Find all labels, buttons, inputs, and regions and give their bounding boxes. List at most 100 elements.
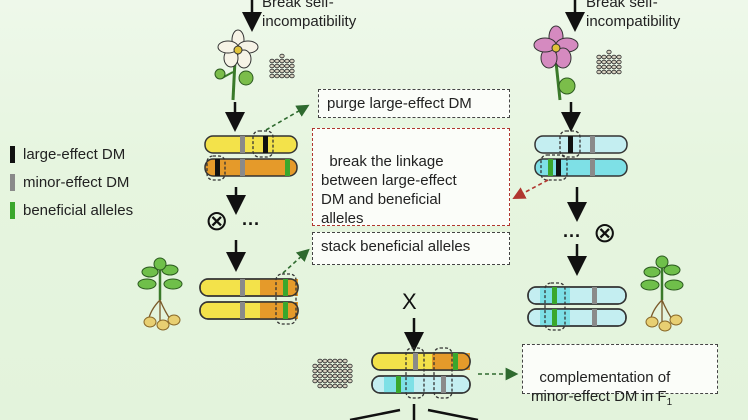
seed-mark bbox=[337, 378, 343, 384]
seed-mark bbox=[312, 368, 318, 374]
seed-mark bbox=[279, 63, 285, 69]
bottom-branch-lines bbox=[349, 404, 479, 420]
break-linkage-dashed-arrow bbox=[512, 179, 549, 200]
seed-mark bbox=[347, 368, 353, 374]
legend-beneficial-label: beneficial alleles bbox=[23, 202, 134, 219]
right-chromosome-pair-1 bbox=[534, 130, 628, 181]
seed-mark bbox=[317, 358, 323, 364]
seeds-f1-icon bbox=[312, 358, 353, 389]
seed-mark bbox=[332, 373, 338, 379]
seed-mark bbox=[611, 54, 617, 60]
seed-mark bbox=[347, 378, 353, 384]
beneficial-allele-mark bbox=[552, 309, 557, 326]
seed-mark bbox=[322, 358, 328, 364]
minor-effect-swatch bbox=[10, 174, 15, 191]
seed-mark bbox=[317, 378, 323, 384]
large-effect-dm-mark bbox=[568, 136, 573, 153]
seed-mark bbox=[327, 368, 333, 374]
minor-effect-dm-mark bbox=[240, 159, 245, 176]
seed-mark bbox=[601, 64, 607, 70]
seed-mark bbox=[289, 73, 295, 79]
seed-mark bbox=[279, 73, 285, 79]
seed-mark bbox=[284, 73, 290, 79]
seed-mark bbox=[342, 378, 348, 384]
seed-mark bbox=[332, 378, 338, 384]
seed-mark bbox=[342, 358, 348, 364]
seeds-left-icon bbox=[269, 53, 295, 79]
stack-box: stack beneficial alleles bbox=[312, 232, 510, 265]
ellipsis-left: ··· bbox=[242, 214, 260, 234]
seed-mark bbox=[596, 59, 602, 65]
seed-mark bbox=[616, 69, 622, 75]
beneficial-allele-mark bbox=[548, 159, 553, 176]
seeds-right-icon bbox=[596, 49, 622, 75]
minor-effect-dm-mark bbox=[413, 353, 418, 370]
seed-mark bbox=[337, 368, 343, 374]
seed-mark bbox=[322, 368, 328, 374]
top-left-label: Break self- incompatibility bbox=[262, 0, 357, 30]
large-effect-dm-mark bbox=[263, 136, 268, 153]
break-linkage-text: break the linkage between large-effect D… bbox=[321, 153, 457, 227]
seed-mark bbox=[337, 363, 343, 369]
seed-mark bbox=[269, 73, 275, 79]
seed-mark bbox=[327, 358, 333, 364]
seed-mark bbox=[289, 58, 295, 64]
stack-dashed-arrow bbox=[282, 248, 310, 274]
seed-mark bbox=[616, 54, 622, 60]
seed-mark bbox=[317, 373, 323, 379]
white-flower-icon bbox=[214, 29, 259, 101]
beneficial-allele-mark bbox=[396, 376, 401, 393]
seed-mark bbox=[332, 363, 338, 369]
seed-mark bbox=[322, 378, 328, 384]
stack-text: stack beneficial alleles bbox=[321, 238, 471, 255]
left-chromosome-pair-1 bbox=[204, 130, 298, 181]
cross-symbol: X bbox=[402, 289, 417, 314]
seed-mark bbox=[269, 58, 275, 64]
break-linkage-box: break the linkage between large-effect D… bbox=[312, 128, 510, 227]
seed-mark bbox=[279, 58, 285, 64]
seed-mark bbox=[322, 373, 328, 379]
seed-mark bbox=[596, 69, 602, 75]
top-right-label: Break self- incompatibility bbox=[586, 0, 681, 30]
seed-mark bbox=[611, 69, 617, 75]
seed-mark bbox=[332, 368, 338, 374]
legend-minor-effect-label: minor-effect DM bbox=[23, 174, 130, 191]
potato-plant-left-icon bbox=[137, 257, 183, 331]
minor-effect-dm-mark bbox=[590, 136, 595, 153]
seed-mark bbox=[596, 64, 602, 70]
seed-mark bbox=[611, 64, 617, 70]
seed-mark bbox=[606, 54, 612, 60]
seed-mark bbox=[279, 68, 285, 74]
seed-mark bbox=[337, 373, 343, 379]
seed-mark bbox=[327, 383, 333, 389]
seed-mark bbox=[342, 373, 348, 379]
seed-mark bbox=[274, 68, 280, 74]
seed-mark bbox=[332, 358, 338, 364]
purge-dashed-arrow bbox=[265, 104, 310, 131]
minor-effect-dm-mark bbox=[240, 136, 245, 153]
seed-mark bbox=[332, 383, 338, 389]
pink-flower-icon bbox=[533, 25, 579, 101]
legend-beneficial: beneficial alleles bbox=[10, 201, 133, 220]
seed-mark bbox=[312, 373, 318, 379]
left-chromosome-pair-2 bbox=[199, 273, 299, 325]
minor-effect-dm-mark bbox=[592, 309, 597, 326]
beneficial-allele-mark bbox=[285, 159, 290, 176]
seed-mark bbox=[606, 49, 612, 55]
potato-plant-right-icon bbox=[640, 255, 684, 332]
seed-mark bbox=[342, 368, 348, 374]
minor-effect-dm-mark bbox=[592, 287, 597, 304]
seed-mark bbox=[601, 59, 607, 65]
beneficial-swatch bbox=[10, 202, 15, 219]
seed-mark bbox=[616, 64, 622, 70]
complementation-text: complementation of minor-effect DM in F bbox=[531, 369, 671, 405]
minor-effect-dm-mark bbox=[590, 159, 595, 176]
seed-mark bbox=[337, 358, 343, 364]
large-effect-dm-mark bbox=[215, 159, 220, 176]
minor-effect-dm-mark bbox=[240, 279, 245, 296]
minor-effect-dm-mark bbox=[240, 302, 245, 319]
beneficial-allele-mark bbox=[453, 353, 458, 370]
minor-effect-dm-mark bbox=[441, 376, 446, 393]
seed-mark bbox=[279, 53, 285, 59]
